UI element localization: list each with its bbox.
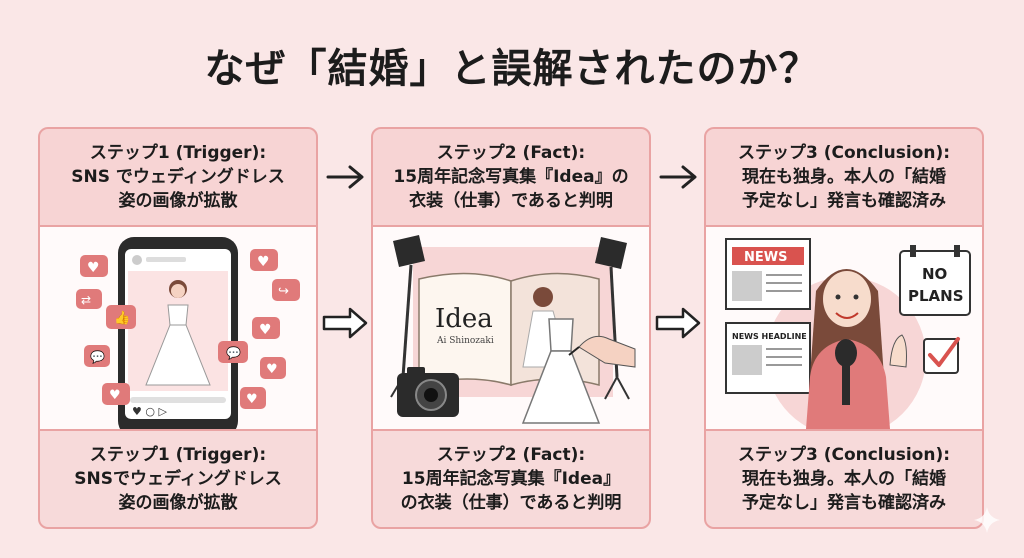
arrow-right-icon [659,164,699,190]
hand-icon [578,335,636,368]
step-3-label-line: 現在も独身。本人の「結婚 [742,167,946,187]
newspaper-icon: NEWS [725,238,811,310]
step-3-label-line: ステップ3 (Conclusion): [737,143,951,163]
step-3-caption-line: 予定なし」発言も確認済み [742,493,946,513]
svg-text:💬: 💬 [226,346,241,360]
headline-label: NEWS HEADLINE [732,332,807,341]
step-1-label-line: SNS でウェディングドレス [71,167,285,187]
sign-line-1: NO [922,265,947,283]
svg-text:♥ ○ ▷: ♥ ○ ▷ [132,405,167,418]
news-label: NEWS [744,250,787,265]
svg-text:↪: ↪ [278,284,289,299]
svg-text:♥: ♥ [266,362,278,377]
step-1-label-card: ステップ1 (Trigger): SNS でウェディングドレス 姿の画像が拡散 [38,127,318,227]
step-1-caption-line: ステップ1 (Trigger): [89,445,267,465]
heart-icon: ♥ [252,317,280,339]
step-3-label-card: ステップ3 (Conclusion): 現在も独身。本人の「結婚 予定なし」発言… [704,127,984,227]
check-icon [923,337,960,374]
step-1-caption-card: ステップ1 (Trigger): SNSでウェディングドレス 姿の画像が拡散 [38,429,318,529]
svg-text:♥: ♥ [109,388,121,403]
step-2-label-line: ステップ2 (Fact): [436,143,586,163]
step-1-caption-line: 姿の画像が拡散 [118,493,238,513]
step-2-illustration: Idea Ai Shinozaki [371,227,651,429]
book-author: Ai Shinozaki [436,336,494,346]
step-2-label-card: ステップ2 (Fact): 15周年記念写真集『Idea』の 衣装（仕事）である… [371,127,651,227]
sparkle-icon [972,505,1002,539]
comment-icon: 💬 [218,341,248,363]
smartphone-wedding-illustration: ♥ ○ ▷ ♥ ♥ ↪ ⇄ 👍 [76,237,300,429]
svg-text:💬: 💬 [90,350,105,364]
like-icon: 👍 [106,305,136,329]
share-icon: ↪ [272,279,300,301]
heart-icon: ♥ [250,249,278,271]
microphone-icon [835,339,857,405]
news-report-illustration: NEWS NEWS HEADLINE [725,238,971,429]
step-2-caption-line: の衣装（仕事）であると判明 [400,493,622,513]
step-3-caption-line: ステップ3 (Conclusion): [737,445,951,465]
step-1-label-line: ステップ1 (Trigger): [89,143,267,163]
book-title: Idea [435,304,493,334]
step-3-column: ステップ3 (Conclusion): 現在も独身。本人の「結婚 予定なし」発言… [704,127,984,529]
comment-icon: 💬 [84,345,110,367]
svg-text:♥: ♥ [257,254,270,270]
heart-icon: ♥ [80,255,108,277]
photobook-illustration: Idea Ai Shinozaki [390,235,636,424]
svg-text:⇄: ⇄ [81,293,91,307]
newspaper-icon: NEWS HEADLINE [725,322,811,394]
step-2-caption-card: ステップ2 (Fact): 15周年記念写真集『Idea』 の衣装（仕事）である… [371,429,651,529]
step-1-caption-line: SNSでウェディングドレス [74,469,282,489]
step-2-label-line: 衣装（仕事）であると判明 [409,191,613,211]
step-3-caption-line: 現在も独身。本人の「結婚 [742,469,946,489]
step-3-illustration: NEWS NEWS HEADLINE [704,227,984,429]
step-1-column: ステップ1 (Trigger): SNS でウェディングドレス 姿の画像が拡散 … [38,127,318,529]
heart-icon: ♥ [260,357,286,379]
svg-text:♥: ♥ [246,392,258,407]
no-plans-sign-icon: NO PLANS [899,245,971,316]
camera-icon [397,367,459,417]
svg-text:♥: ♥ [259,322,272,338]
retweet-icon: ⇄ [76,289,102,309]
step-3-label-line: 予定なし」発言も確認済み [742,191,946,211]
page-title: なぜ「結婚」と誤解されたのか？ [204,46,820,92]
step-3-caption-card: ステップ3 (Conclusion): 現在も独身。本人の「結婚 予定なし」発言… [704,429,984,529]
double-arrow-right-icon [655,306,701,340]
svg-text:♥: ♥ [87,260,100,276]
step-2-caption-line: ステップ2 (Fact): [436,445,586,465]
svg-text:👍: 👍 [114,310,130,326]
wedding-dress-icon [521,318,601,424]
arrow-right-icon [326,164,366,190]
double-arrow-right-icon [322,306,368,340]
step-2-caption-line: 15周年記念写真集『Idea』 [401,469,621,489]
sign-line-2: PLANS [908,287,964,305]
step-1-label-line: 姿の画像が拡散 [118,191,238,211]
step-1-illustration: ♥ ○ ▷ ♥ ♥ ↪ ⇄ 👍 [38,227,318,429]
step-2-column: ステップ2 (Fact): 15周年記念写真集『Idea』の 衣装（仕事）である… [371,127,651,529]
heart-icon: ♥ [240,387,266,409]
waving-hand-icon [889,334,907,368]
heart-icon: ♥ [102,383,130,405]
step-2-label-line: 15周年記念写真集『Idea』の [393,167,629,187]
